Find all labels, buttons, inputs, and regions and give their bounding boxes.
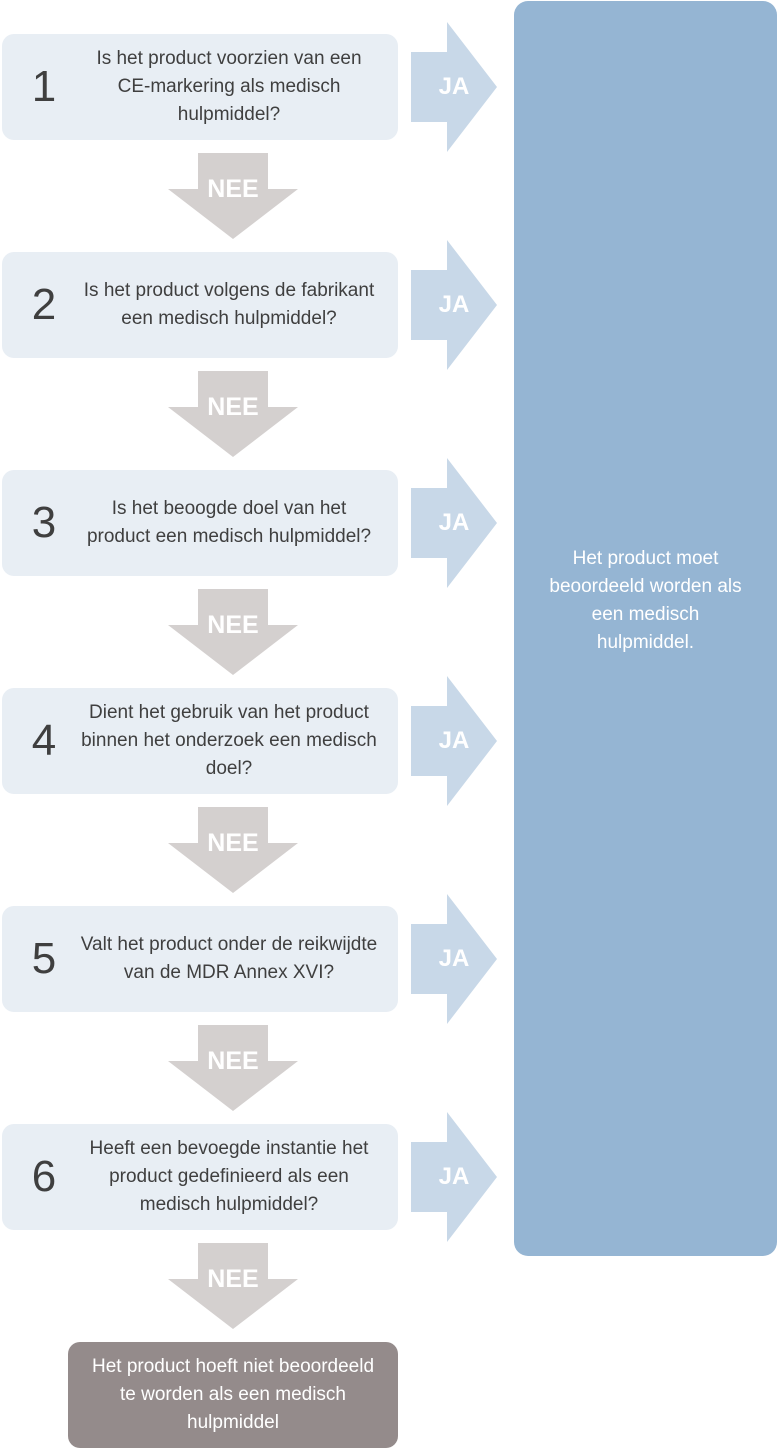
no-arrow-1: NEE [168,153,298,239]
step-2-number: 2 [31,280,57,329]
result-not-medical-device-box: Het product hoeft niet beoordeeld te wor… [68,1342,398,1448]
yes-label-5: JA [438,945,470,972]
step-3-box: 3 Is het beoogde doel van het product ee… [2,470,398,576]
no-arrow-5: NEE [168,1025,298,1111]
step-6-box: 6 Heeft een bevoegde instantie het produ… [2,1124,398,1230]
no-arrow-6: NEE [168,1243,298,1329]
step-1-number: 1 [31,62,57,111]
yes-arrow-4: JA [411,676,497,806]
no-label-3: NEE [207,611,259,639]
step-6-number: 6 [31,1152,57,1201]
yes-arrow-5: JA [411,894,497,1024]
yes-label-3: JA [438,509,470,536]
result-not-medical-device-text: Het product hoeft niet beoordeeld te wor… [91,1356,375,1433]
yes-arrow-3: JA [411,458,497,588]
step-5-number: 5 [31,934,57,983]
yes-label-2: JA [438,291,470,318]
yes-label-4: JA [438,727,470,754]
no-arrow-2: NEE [168,371,298,457]
result-medical-device-text: Het product moet beoordeeld worden als e… [549,547,742,653]
no-label-1: NEE [207,175,259,203]
step-1-box: 1 Is het product voorzien van een CE-mar… [2,34,398,140]
no-label-6: NEE [207,1265,259,1293]
no-label-2: NEE [207,393,259,421]
step-4-number: 4 [31,716,57,765]
no-arrow-3: NEE [168,589,298,675]
yes-arrow-6: JA [411,1112,497,1242]
step-4-box: 4 Dient het gebruik van het product binn… [2,688,398,794]
result-medical-device-box: Het product moet beoordeeld worden als e… [514,1,777,1256]
step-3-number: 3 [31,498,57,547]
no-arrow-4: NEE [168,807,298,893]
no-label-5: NEE [207,1047,259,1075]
step-6-question: Heeft een bevoegde instantie het product… [89,1138,369,1215]
yes-label-1: JA [438,73,470,100]
step-5-question: Valt het product onder de reikwijdte van… [80,934,378,983]
yes-arrow-1: JA [411,22,497,152]
no-label-4: NEE [207,829,259,857]
yes-arrow-2: JA [411,240,497,370]
step-5-box: 5 Valt het product onder de reikwijdte v… [2,906,398,1012]
step-2-question: Is het product volgens de fabrikant een … [83,280,375,329]
step-3-question: Is het beoogde doel van het product een … [86,498,372,547]
step-1-question: Is het product voorzien van een CE-marke… [96,48,362,125]
step-4-question: Dient het gebruik van het product binnen… [81,702,377,779]
yes-label-6: JA [438,1163,470,1190]
step-2-box: 2 Is het product volgens de fabrikant ee… [2,252,398,358]
